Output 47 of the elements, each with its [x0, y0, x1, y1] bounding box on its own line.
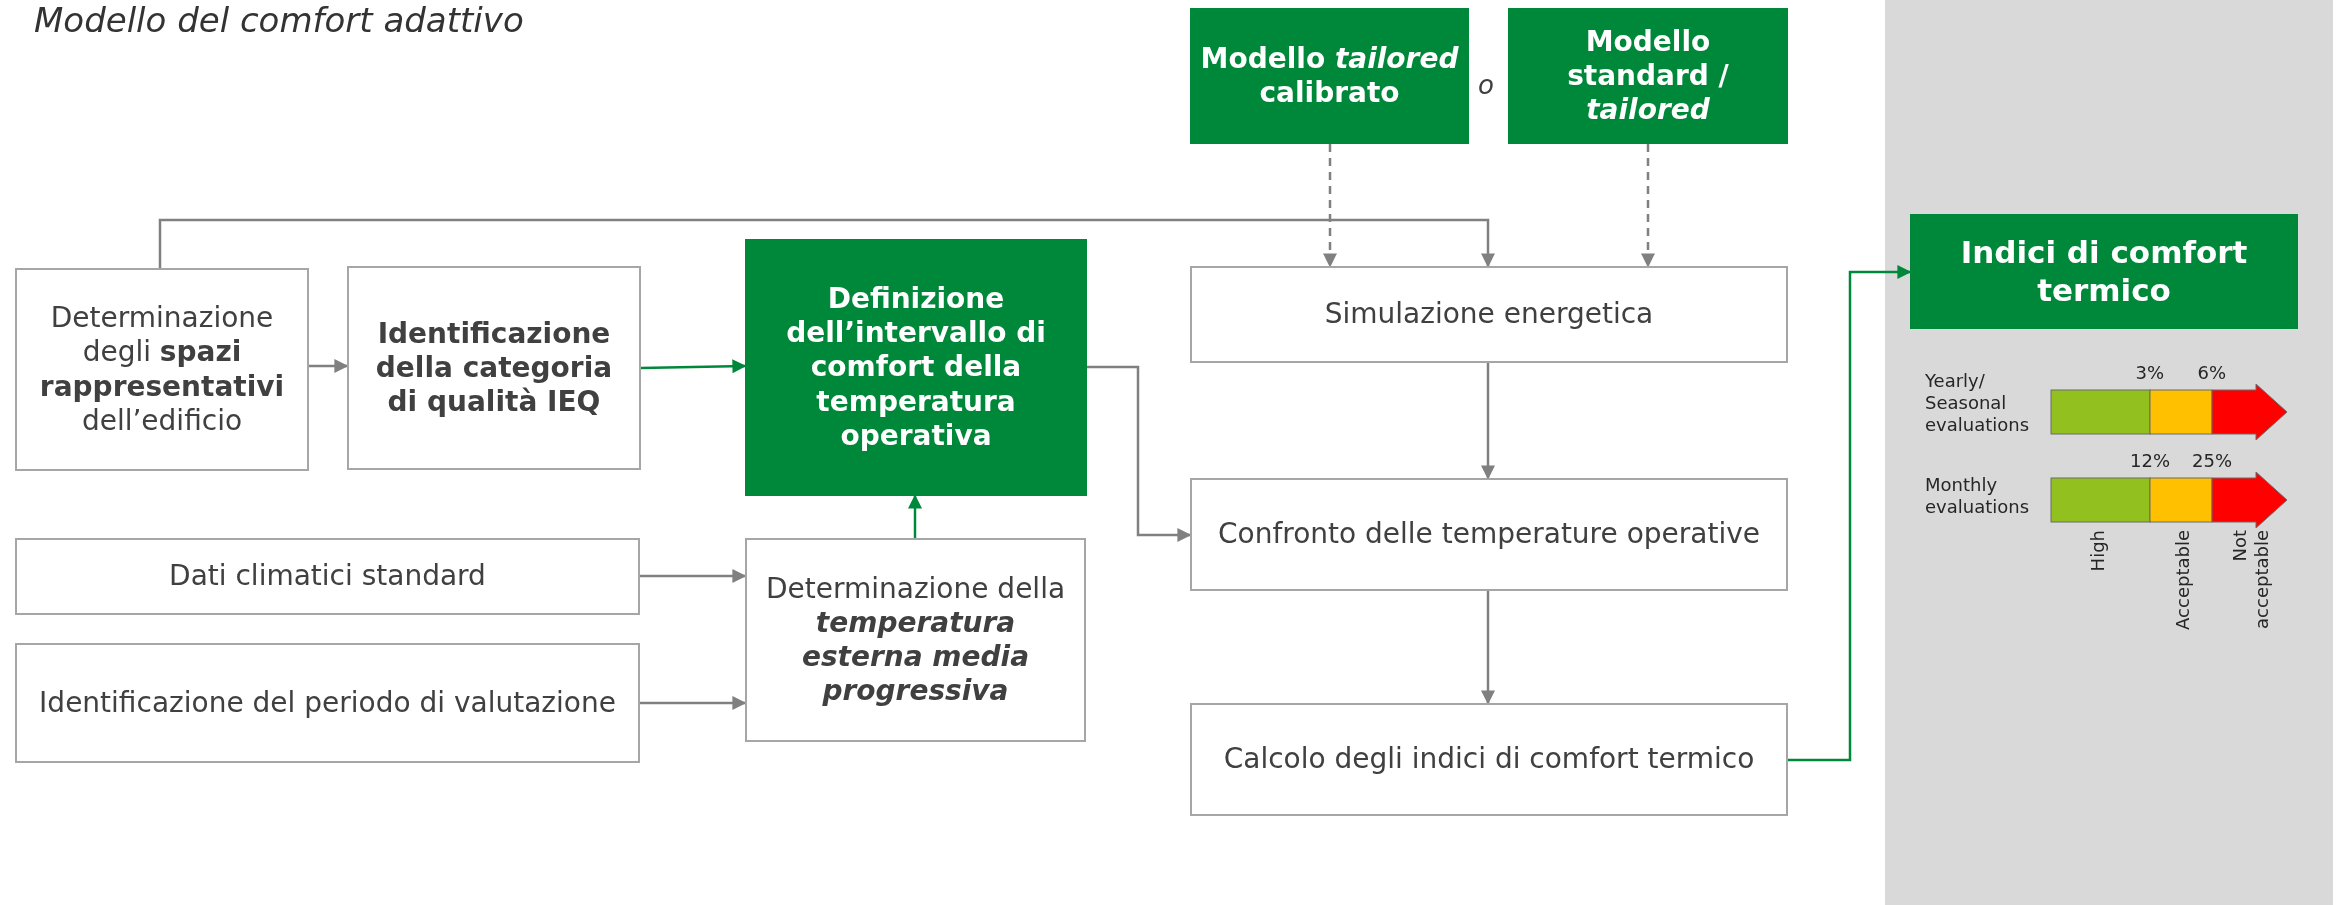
arrow	[1087, 365, 1192, 542]
highlight-box	[1910, 214, 2298, 329]
process-box	[1190, 703, 1788, 816]
row-label: Monthly evaluations	[1925, 474, 2031, 518]
row-label: Yearly/ Seasonal evaluations	[1925, 370, 2031, 436]
box-text: Modello tailored calibrato	[1199, 41, 1460, 111]
box-text: Simulazione energetica	[1324, 297, 1654, 332]
process-box	[745, 538, 1086, 742]
process-box	[1190, 266, 1788, 363]
arrow	[640, 569, 747, 583]
arrow	[1323, 144, 1337, 268]
threshold-label: 12%	[2130, 450, 2170, 472]
arrow	[640, 696, 747, 710]
arrow	[1641, 144, 1655, 268]
arrow	[158, 218, 1495, 268]
threshold-label: 25%	[2192, 450, 2232, 472]
box-text: Dati climatici standard	[169, 559, 486, 594]
arrow	[1788, 265, 1912, 762]
box-text: Modello standard / tailored	[1566, 24, 1730, 128]
process-box	[347, 266, 641, 470]
arrow	[1481, 591, 1495, 705]
threshold-label: 3%	[2135, 362, 2165, 384]
highlight-box	[1508, 8, 1788, 144]
box-text: Calcolo degli indici di comfort termico	[1223, 742, 1755, 777]
box-text: Determinazione della temperatura esterna media progressiva	[764, 571, 1067, 709]
process-box	[15, 268, 309, 471]
box-text: Identificazione della categoria di qualità IEQ	[374, 316, 614, 420]
box-text: Confronto delle temperature operative	[1218, 517, 1760, 552]
process-box	[1190, 478, 1788, 591]
box-text: Determinazione degli spazi rappresentativi dell’edificio	[38, 301, 286, 438]
threshold-label: 6%	[2197, 362, 2227, 384]
highlight-box	[745, 239, 1087, 496]
connector-text: o	[1478, 70, 1494, 102]
box-text: Definizione dell’intervallo di comfort della temperatura operativa	[785, 282, 1047, 453]
process-box	[15, 538, 640, 615]
highlight-box	[1190, 8, 1469, 144]
category-label: High	[2087, 530, 2109, 572]
arrow	[908, 494, 922, 538]
box-text: Identificazione del periodo di valutazione	[39, 685, 616, 721]
process-box	[15, 643, 640, 763]
box-text: Indici di comfort termico	[1959, 233, 2249, 310]
diagram-title: Modello del comfort adattivo	[34, 0, 524, 42]
arrow	[1481, 363, 1495, 480]
arrow	[309, 359, 349, 373]
arrow	[640, 359, 747, 374]
category-label: Not acceptable	[2229, 530, 2273, 631]
category-label: Acceptable	[2172, 530, 2194, 630]
